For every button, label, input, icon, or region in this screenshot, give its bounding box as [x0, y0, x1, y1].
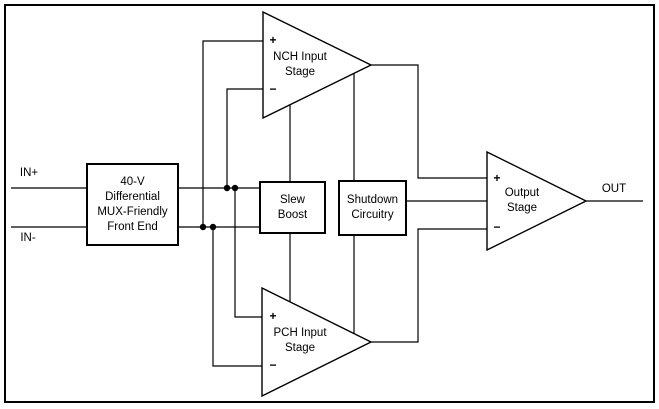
- in-minus-label: IN-: [20, 232, 36, 244]
- shutdown-circuitry-block: Shutdown Circuitry: [338, 180, 407, 236]
- wire-nch-minus-input: [226, 88, 263, 188]
- pch-plus-sign: +: [269, 309, 277, 323]
- slew-boost-label: Slew Boost: [277, 193, 308, 221]
- nch-input-stage-triangle: [262, 10, 373, 120]
- front-end-label: 40-V Differential MUX-Friendly Front End: [97, 175, 168, 233]
- junction-dot: [199, 223, 207, 231]
- junction-dot: [231, 184, 239, 192]
- front-end-block: 40-V Differential MUX-Friendly Front End: [86, 163, 179, 246]
- out-label: OUT: [601, 183, 627, 195]
- wire-pch-plus-input: [234, 188, 262, 318]
- output-stage-minus-sign: −: [493, 220, 501, 234]
- shutdown-circuitry-label: Shutdown Circuitry: [346, 194, 399, 221]
- pch-input-stage-label: PCH Input Stage: [273, 327, 327, 354]
- pch-minus-sign: −: [269, 358, 277, 372]
- wire-pch-to-output-stage: [371, 228, 487, 343]
- pch-input-stage-triangle: [261, 286, 373, 398]
- in-plus-label: IN+: [19, 167, 39, 179]
- diagram-border: [4, 4, 655, 403]
- slew-boost-block: Slew Boost: [259, 181, 326, 234]
- junction-dot: [209, 223, 217, 231]
- wire-nch-to-output-stage: [371, 64, 487, 179]
- output-stage-label: Output Stage: [504, 187, 540, 214]
- wire-pch-minus-input: [212, 227, 262, 367]
- nch-input-stage-label: NCH Input Stage: [273, 51, 327, 78]
- nch-plus-sign: +: [269, 33, 277, 47]
- output-stage-plus-sign: +: [493, 171, 501, 185]
- junction-dot: [223, 184, 231, 192]
- nch-minus-sign: −: [269, 82, 277, 96]
- wire-nch-plus-input: [202, 40, 263, 227]
- output-stage-triangle: [486, 150, 588, 252]
